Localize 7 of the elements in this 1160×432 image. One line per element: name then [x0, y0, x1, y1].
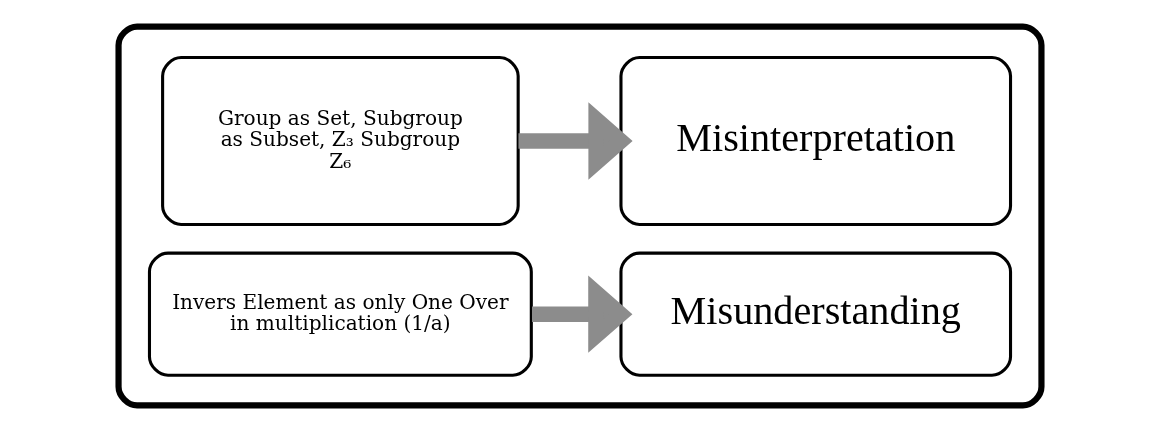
node-box: Invers Element as only One Over in multiplication (1/a): [147, 251, 533, 377]
node-box: Misunderstanding: [619, 251, 1013, 377]
node-box: Group as Set, Subgroup as Subset, Z₃ Subgroup Z₆: [161, 56, 520, 227]
arrow: [518, 102, 633, 180]
node-box: Misinterpretation: [619, 56, 1013, 227]
arrow: [532, 275, 633, 353]
cluster: [115, 23, 1045, 409]
